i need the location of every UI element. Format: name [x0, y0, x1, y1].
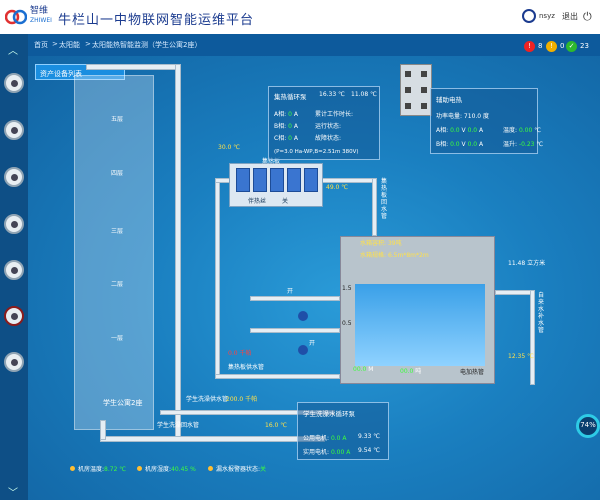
floor-5: 五层 [111, 116, 124, 123]
alarm-yellow-count: 0 [560, 42, 565, 50]
leak-status: 漏水报警器状态:关 [208, 464, 266, 473]
floor-3: 三层 [111, 228, 124, 235]
alarm-red-icon[interactable]: ! [524, 41, 535, 52]
device-icon [11, 127, 18, 134]
floor-2: 二层 [111, 281, 124, 288]
breadcrumb-current: 太阳能热智能监测（学生公寓2座） [92, 41, 202, 49]
sidebar-item-7[interactable] [4, 352, 24, 372]
collector-loop-panel: 集热循环泵 16.33 ℃ 11.08 ℃ A相: 0 A B相: 0 A C相… [268, 86, 380, 160]
in-water-temp: 30.0 ℃ [218, 144, 241, 151]
shower-loop-panel: 学生洗澡水循环泵 公用电机: 0.0 A 9.33 ℃ 实用电机: 0.00 A… [297, 402, 389, 460]
scroll-up-icon[interactable]: ︿ [8, 46, 18, 57]
tank-ruler-label: 1.5 [342, 285, 352, 292]
pump-icon[interactable] [296, 310, 310, 322]
sidebar-item-solar[interactable] [4, 306, 24, 326]
collector-return-label: 集热板回水管 [381, 178, 388, 220]
collector-caption: 伴热丝 [248, 198, 267, 205]
scroll-down-icon[interactable]: ﹀ [8, 488, 18, 499]
collector-cell [253, 168, 267, 192]
collector-cell [236, 168, 250, 192]
page-title: 牛栏山一中物联网智能运维平台 [58, 13, 255, 28]
supply-temp: 16.0 ℃ [265, 422, 288, 429]
city-water-flow: 11.48 立方米 [508, 260, 546, 267]
hot-return-label: 集热板供水管 [228, 364, 265, 371]
breadcrumb-solar[interactable]: 太阳能 [59, 41, 80, 49]
valve-open-1[interactable]: 开 [287, 288, 294, 295]
pump-pipe-upper [250, 296, 340, 301]
building: 五层 四层 三层 二层 一层 学生公寓2座 [74, 75, 154, 430]
device-icon [11, 80, 18, 87]
user-avatar-icon[interactable] [522, 9, 536, 23]
collector-cell [287, 168, 301, 192]
city-water-riser [530, 290, 535, 385]
breadcrumb: 首页 > 太阳能 > 太阳能热智能监测（学生公寓2座） [28, 34, 600, 56]
supply-pressure: 200.0 千帕 [226, 396, 258, 403]
pump-icon[interactable] [296, 344, 310, 356]
collector-supply-top [322, 178, 377, 183]
device-icon [11, 359, 18, 366]
heater-label: 电加热管 [460, 369, 485, 376]
sidebar-item-4[interactable] [4, 214, 24, 234]
hot-out-temp: 49.0 ℃ [326, 184, 349, 191]
alarm-green-count: 23 [580, 42, 589, 50]
collector-return-pipe [215, 178, 220, 378]
riser-pipe [175, 64, 181, 442]
logout-icon[interactable]: ⏻ [583, 10, 592, 23]
sidebar-item-3[interactable] [4, 167, 24, 187]
collector-label: 集热板 [262, 158, 281, 165]
sidebar-item-2[interactable] [4, 120, 24, 140]
floor-1: 一层 [111, 335, 124, 342]
supply-pipe [100, 436, 325, 442]
top-pipe [86, 64, 181, 70]
supply-pipe-end [100, 420, 106, 440]
username[interactable]: nsyz [539, 12, 555, 20]
device-icon [11, 267, 18, 274]
aux-heat-panel: 辅助电热 功率电量: 710.0 度 A相: 0.0 V 0.0 A B相: 0… [430, 88, 543, 154]
collector-supply-down [372, 178, 377, 236]
solar-collector: 伴热丝 关 [229, 163, 323, 207]
tank-water [355, 284, 485, 366]
device-icon [11, 221, 18, 228]
valve-open-2[interactable]: 开 [309, 340, 316, 347]
control-cabinet [400, 64, 432, 116]
city-water-pipe [495, 290, 535, 295]
device-icon [11, 174, 18, 181]
sidebar: ︿ ﹀ [0, 34, 28, 500]
room-humidity: 机房湿度:40.45 % [137, 464, 196, 473]
alarm-yellow-icon[interactable]: ! [546, 41, 557, 52]
breadcrumb-home[interactable]: 首页 [34, 41, 48, 49]
return-pipe-label: 学生洗澡回水管 [157, 422, 200, 429]
sidebar-item-5[interactable] [4, 260, 24, 280]
city-water-temp: 12.35 ℃ [508, 353, 534, 360]
alarm-red-count: 8 [538, 42, 543, 50]
alarm-green-icon[interactable]: ✓ [566, 41, 577, 52]
pump-pipe-lower [250, 328, 340, 333]
city-water-label: 自来水补水管 [538, 292, 545, 334]
logout-link[interactable]: 退出 [562, 12, 578, 21]
room-temp: 机房温度:8.72 ℃ [70, 464, 126, 473]
supply-pipe-label: 学生洗澡供水管 [186, 396, 229, 403]
hot-return-pipe [215, 374, 340, 379]
load-gauge: 74% [576, 414, 600, 438]
logo-icon [5, 9, 27, 25]
heat-trace-switch[interactable]: 关 [282, 198, 289, 205]
collector-cell [270, 168, 284, 192]
device-icon [11, 313, 18, 320]
floor-4: 四层 [111, 170, 124, 177]
sidebar-item-1[interactable] [4, 73, 24, 93]
building-name: 学生公寓2座 [103, 399, 143, 407]
collector-cell [304, 168, 318, 192]
